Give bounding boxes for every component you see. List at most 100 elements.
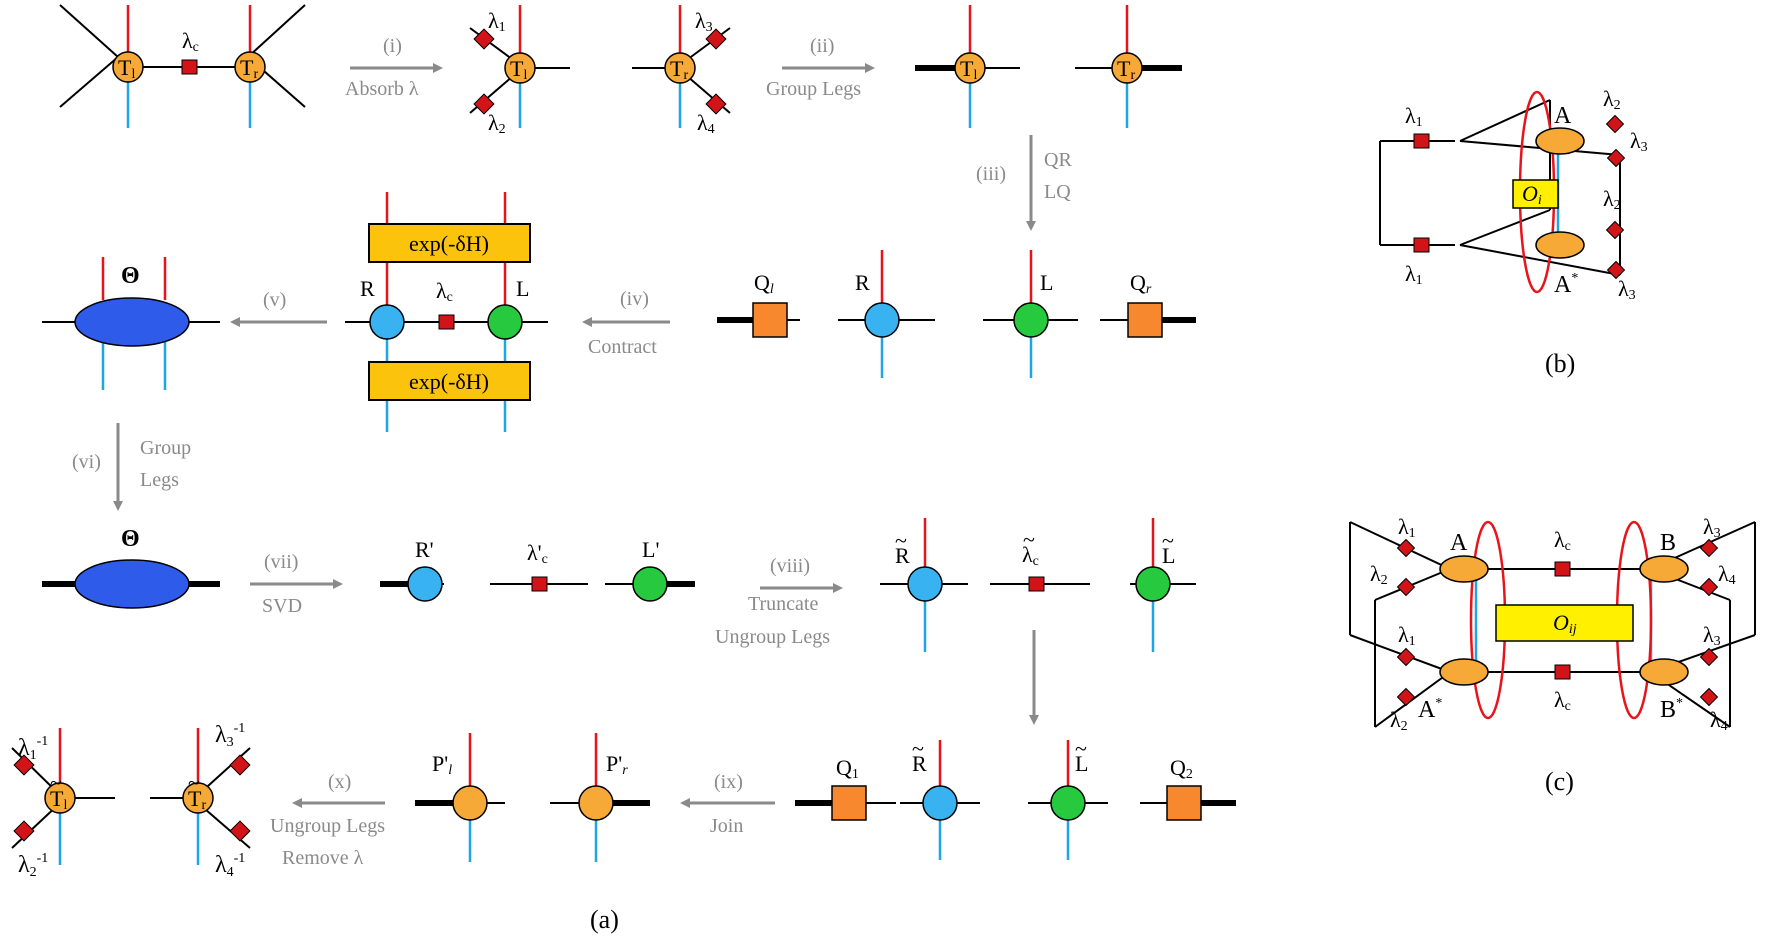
tr-label: T (240, 55, 254, 80)
lambda1-b-top (1413, 133, 1430, 149)
svg-text:A*: A* (1418, 696, 1442, 723)
step-ii-number: (ii) (810, 35, 834, 57)
svg-text:~: ~ (188, 770, 200, 795)
svg-text:Tl: Tl (50, 786, 67, 813)
svg-text:~: ~ (50, 770, 62, 795)
lambda-c-c-top (1554, 561, 1571, 577)
step-ii-text: Group Legs (766, 78, 861, 100)
tensor-r-gate (369, 304, 405, 340)
svg-text:λ4: λ4 (697, 110, 715, 137)
operator-oij-box (1495, 604, 1634, 642)
lambda3-b-top (1606, 148, 1626, 168)
svg-text:P'l: P'l (432, 751, 452, 778)
step-x-text2: Remove λ (282, 847, 364, 869)
tensor-l-tilde-row4 (1050, 785, 1086, 821)
arrow-iv: (iv) Contract (582, 288, 670, 358)
lambda3-b-bottom (1606, 260, 1626, 280)
svg-text:Θ: Θ (121, 526, 140, 552)
svg-text:R: R (912, 751, 927, 776)
tensor-a-star-b (1535, 231, 1585, 259)
svg-text:L: L (1040, 270, 1053, 295)
svg-text:λ2: λ2 (1390, 707, 1408, 734)
tensor-a-c (1439, 555, 1489, 583)
lambda-c-gate (438, 314, 455, 330)
tensor-tr-absorbed (664, 52, 696, 84)
svg-text:λ2: λ2 (488, 110, 506, 137)
panel-c-two-site-expectation: Oij A A* B B* λc λc λ1 λ2 λ1 λ2 λ3 λ4 λ3… (1349, 514, 1756, 734)
svg-text:λ1-1: λ1-1 (18, 734, 48, 763)
svg-text:Q2: Q2 (1170, 755, 1193, 782)
step-x-number: (x) (328, 771, 351, 793)
svg-text:λ'c: λ'c (527, 540, 548, 567)
panel-label-c: (c) (1545, 767, 1574, 796)
tensor-r-tilde-row4 (922, 785, 958, 821)
lambda1-c-bottom (1396, 647, 1416, 667)
tensor-r (864, 302, 900, 338)
svg-text:A: A (1554, 103, 1572, 129)
svg-text:Tl: Tl (960, 56, 977, 83)
lambda1-diamond (473, 28, 495, 50)
step-iii-number: (iii) (976, 163, 1006, 185)
tensor-p-l-prime (452, 785, 488, 821)
step-vi-text1: Group (140, 437, 191, 459)
svg-text:Oi: Oi (1522, 181, 1542, 208)
lambda4-inv-diamond (229, 820, 251, 842)
row2-gate-application: exp(-δH) exp(-δH) R L λc (345, 192, 548, 432)
svg-text:Tl: Tl (510, 56, 527, 83)
lambda2-b-top (1605, 114, 1625, 134)
row3-theta-grouped: Θ (42, 526, 220, 609)
tensor-tl-tilde (44, 782, 76, 814)
lambda2-c-bottom (1396, 687, 1416, 707)
lambda2-b-bottom (1605, 220, 1625, 240)
svg-text:Qr: Qr (1130, 270, 1152, 297)
svg-text:Tr: Tr (240, 55, 258, 82)
svg-text:λ3: λ3 (1630, 128, 1648, 155)
tensor-r-prime (407, 566, 443, 602)
svg-text:λ2: λ2 (1370, 561, 1388, 588)
gate-bottom (368, 361, 531, 401)
tensor-b-star-c (1639, 658, 1689, 686)
step-i-number: (i) (383, 35, 402, 57)
svg-text:λ1: λ1 (1398, 622, 1416, 649)
step-viii-number: (viii) (770, 555, 810, 577)
step-i-text: Absorb λ (345, 78, 419, 100)
svg-text:R': R' (415, 537, 434, 562)
lambda1-b-bottom (1413, 237, 1430, 253)
step-iv-number: (iv) (620, 288, 649, 310)
svg-text:Θ: Θ (121, 263, 140, 289)
svg-text:A: A (1450, 530, 1468, 556)
svg-text:A*: A* (1554, 271, 1578, 298)
svg-text:λ2: λ2 (1603, 186, 1621, 213)
row1-absorbed-left: Tl λ1 λ2 (469, 5, 570, 137)
lambda1-inv-diamond (13, 754, 35, 776)
tensor-tl-grouped (954, 52, 986, 84)
lambda-c-prime (531, 576, 548, 592)
tl-label: T (118, 55, 132, 80)
lambda3-c-top (1699, 538, 1719, 558)
svg-text:~: ~ (1075, 736, 1087, 761)
tensor-q2 (1166, 785, 1202, 821)
step-iii-text2: LQ (1044, 181, 1071, 203)
svg-text:~: ~ (1162, 528, 1174, 553)
row4-p-tensors: P'l P'r (415, 733, 650, 862)
tensor-l-gate (487, 304, 523, 340)
svg-text:λc: λc (1554, 687, 1571, 714)
arrow-v: (v) (230, 289, 327, 327)
theta-grouped-ellipse (74, 559, 190, 609)
row1-grouped: Tl Tr (915, 5, 1182, 128)
gate-top (368, 223, 531, 263)
tensor-tr-grouped (1111, 52, 1143, 84)
svg-text:B*: B* (1660, 696, 1683, 723)
svg-text:λ2-1: λ2-1 (18, 851, 48, 880)
arrow-iii: (iii) QR LQ (976, 135, 1072, 231)
tensor-a-b (1535, 127, 1585, 155)
svg-text:P'r: P'r (606, 751, 628, 778)
operator-oi-box (1512, 179, 1559, 209)
row4-final-left: Tl ~ λ1-1 λ2-1 (11, 728, 115, 880)
svg-text:λ1: λ1 (488, 8, 506, 35)
tensor-a-star-c (1439, 658, 1489, 686)
tensor-b-c (1639, 555, 1689, 583)
svg-text:L: L (1162, 543, 1175, 568)
step-iii-text1: QR (1044, 149, 1072, 171)
tensor-l (1013, 302, 1049, 338)
